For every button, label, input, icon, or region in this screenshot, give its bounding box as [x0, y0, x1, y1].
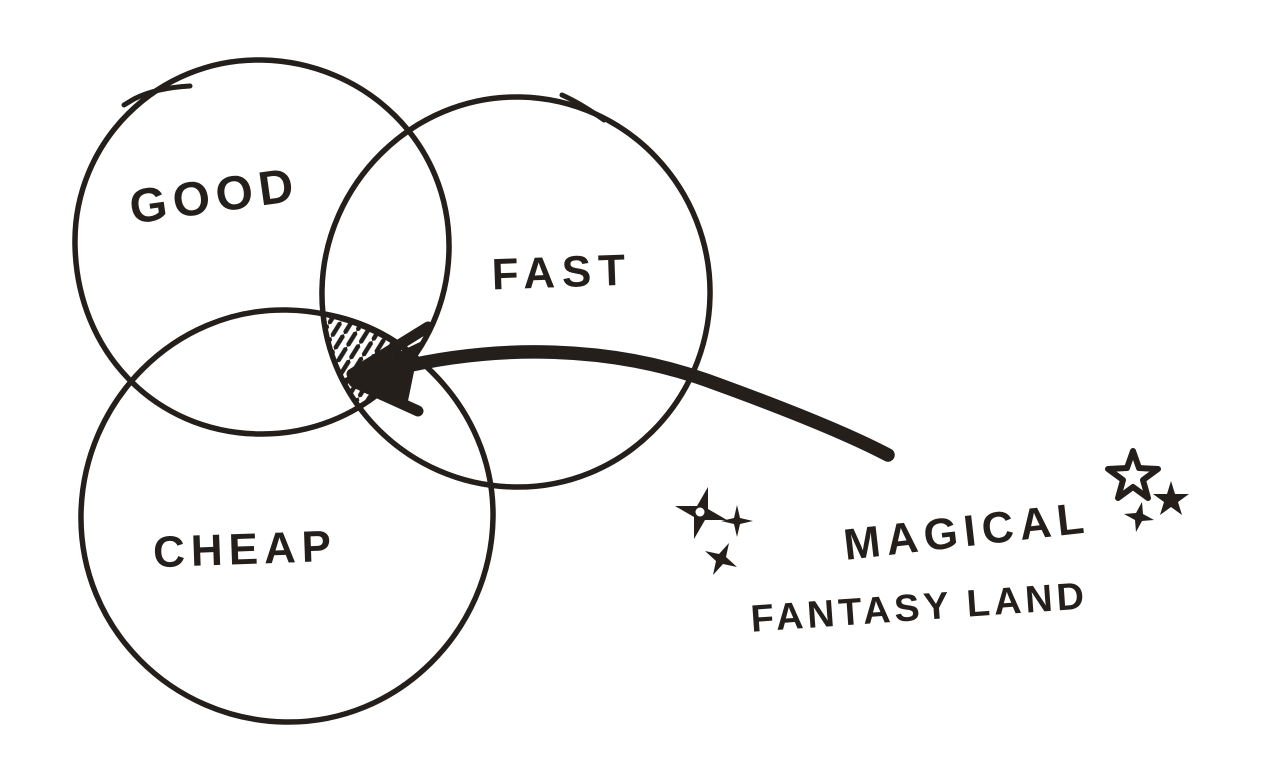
annotation-fantasy-land: FANTASY LAND	[749, 575, 1089, 640]
sparkle-star-icon	[721, 505, 753, 537]
annotation-magical: MAGICAL	[841, 493, 1092, 570]
cheap-circle	[78, 307, 496, 725]
sparkle-star-icon	[1153, 481, 1189, 515]
arrow-shaft	[391, 345, 895, 462]
fast-circle	[319, 94, 713, 490]
sparkle-star-icon	[705, 543, 737, 575]
good-label: GOOD	[126, 158, 302, 234]
curved-arrow-icon	[341, 321, 895, 462]
sparkle-star-icon	[1124, 502, 1154, 532]
sparkle-star-icon	[1105, 448, 1161, 501]
good-circle	[72, 57, 452, 437]
arrow-barb-upper	[346, 321, 434, 380]
sparkle-stars-right	[1105, 448, 1189, 532]
fast-circle-pen-overlap	[559, 92, 607, 123]
arrow-head	[341, 342, 420, 401]
fast-label: FAST	[491, 246, 633, 300]
good-circle-pen-overlap	[121, 83, 193, 108]
sparkle-stars-left	[675, 487, 753, 575]
star-highlight	[695, 507, 705, 517]
cheap-label: CHEAP	[152, 522, 338, 577]
